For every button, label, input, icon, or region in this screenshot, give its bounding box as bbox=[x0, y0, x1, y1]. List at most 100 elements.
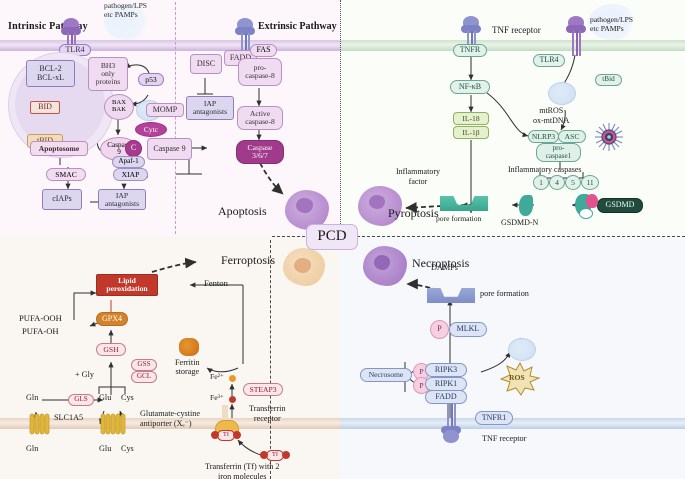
node-asc[interactable]: ASC bbox=[558, 130, 586, 143]
node-bcl2[interactable]: BCL-2 BCL-xL bbox=[26, 60, 75, 87]
node-bid[interactable]: BID bbox=[30, 101, 60, 114]
node-pro-caspase1[interactable]: pro- caspase1 bbox=[536, 143, 581, 162]
node-tbid-pyroptosis[interactable]: tBid bbox=[595, 74, 622, 86]
node-caspase-5[interactable]: 5 bbox=[565, 175, 581, 190]
label-fe2: Fe²⁺ bbox=[210, 372, 224, 381]
label-slc1a5: SLC1A5 bbox=[54, 413, 84, 422]
label-inflammatory-factor: Inflammatory factor bbox=[396, 167, 440, 186]
label-ferritin-storage: Ferritin storage bbox=[175, 358, 200, 377]
ferroptotic-cell-nucleus bbox=[294, 258, 311, 273]
node-smac[interactable]: SMAC bbox=[46, 168, 86, 181]
xc-antiporter-icon bbox=[100, 412, 126, 436]
label-pyroptosis: Pyroptosis bbox=[388, 206, 439, 220]
node-cytc[interactable]: Cytc bbox=[135, 122, 167, 137]
label-pore-formation-necroptosis: pore formation bbox=[480, 289, 529, 298]
tnf-receptor-icon-necroptosis bbox=[440, 404, 462, 443]
node-xiap[interactable]: XIAP bbox=[113, 168, 148, 181]
node-gss[interactable]: GSS bbox=[131, 359, 157, 371]
apoptotic-cell-nucleus bbox=[296, 198, 313, 213]
node-tnfr[interactable]: TNFR bbox=[453, 44, 487, 57]
node-steap3[interactable]: STEAP3 bbox=[243, 383, 283, 396]
plasma-membrane-pyroptosis bbox=[340, 40, 685, 51]
divider-horizontal bbox=[272, 236, 685, 237]
node-p53[interactable]: p53 bbox=[138, 73, 164, 86]
node-disc[interactable]: DISC bbox=[190, 54, 222, 74]
label-tnf-receptor-necroptosis: TNF receptor bbox=[482, 434, 527, 443]
ros-starburst-icon bbox=[499, 361, 541, 396]
ligand-label-apoptosis: pathogen/LPS etc PAMPs bbox=[104, 1, 148, 19]
node-momp[interactable]: MOMP bbox=[146, 103, 184, 117]
node-caspase-1[interactable]: 1 bbox=[533, 175, 549, 190]
pamp-cloud-icon-pyroptosis bbox=[588, 4, 638, 40]
node-c-subunit[interactable]: C bbox=[125, 140, 142, 157]
label-gln-intracellular: Gln bbox=[26, 393, 39, 402]
label-pufa-ooh: PUFA-OOH bbox=[19, 313, 62, 323]
label-gsdmd-n: GSDMD-N bbox=[501, 218, 539, 227]
pcd-center-badge: PCD bbox=[306, 224, 358, 250]
pathogen-starburst-icon bbox=[594, 122, 624, 152]
node-gls[interactable]: GLS bbox=[68, 394, 94, 406]
node-pro-caspase8[interactable]: pro- caspase-8 bbox=[238, 58, 282, 86]
plasma-membrane-necroptosis bbox=[340, 418, 685, 429]
node-p-mlkl[interactable]: P bbox=[430, 320, 449, 339]
node-caspase-11[interactable]: 11 bbox=[581, 175, 599, 190]
node-tlr4-pyroptosis[interactable]: TLR4 bbox=[533, 54, 565, 67]
label-fenton: Fenton bbox=[204, 278, 228, 288]
label-ferroptosis: Ferroptosis bbox=[221, 253, 275, 267]
node-il18[interactable]: IL-18 bbox=[453, 112, 489, 125]
node-caspase-4[interactable]: 4 bbox=[549, 175, 565, 190]
necroptotic-cell-nucleus bbox=[374, 255, 390, 270]
node-gsdmd[interactable]: GSDMD bbox=[597, 198, 643, 213]
node-apoptosome[interactable]: Apoptosome bbox=[30, 141, 88, 156]
label-plus-gly: + Gly bbox=[75, 370, 94, 379]
node-iap-antagonists-intrinsic[interactable]: IAP antagonists bbox=[98, 189, 146, 210]
label-pufa-oh: PUFA-OH bbox=[22, 326, 59, 336]
label-gln-extracellular: Gln bbox=[26, 444, 39, 453]
label-ros: ROS bbox=[509, 373, 525, 382]
divider-apoptosis-pyroptosis bbox=[340, 0, 341, 236]
node-mlkl[interactable]: MLKL bbox=[449, 322, 487, 337]
node-gsh[interactable]: GSH bbox=[96, 343, 126, 356]
gsdmd-cleave-icon bbox=[579, 208, 593, 219]
node-bh3-only-proteins[interactable]: BH3 only proteins bbox=[88, 57, 128, 91]
label-glu-intracellular: Glu bbox=[99, 393, 112, 402]
node-active-caspase8[interactable]: Active caspase-8 bbox=[237, 106, 283, 130]
fe2-dot-icon bbox=[229, 375, 236, 382]
plasma-membrane-ferroptosis bbox=[0, 418, 340, 429]
node-caspase9[interactable]: Caspase 9 bbox=[147, 138, 192, 160]
node-tnfr1[interactable]: TNFR1 bbox=[475, 411, 513, 425]
node-ripk3[interactable]: RIPK3 bbox=[425, 363, 467, 377]
node-nf-kb[interactable]: NF-κB bbox=[450, 80, 490, 94]
pyroptotic-cell-nucleus bbox=[369, 195, 385, 209]
tfr-stalk-icon bbox=[222, 405, 228, 421]
node-iap-antagonists-extrinsic[interactable]: IAP antagonists bbox=[186, 96, 234, 120]
node-lipid-peroxidation[interactable]: Lipid peroxidation bbox=[96, 274, 158, 296]
fas-receptor-icon bbox=[234, 18, 256, 58]
label-apoptosis: Apoptosis bbox=[218, 204, 267, 218]
ligand-label-pyroptosis: pathogen/LPS etc PAMPs bbox=[590, 15, 634, 33]
node-necrosome[interactable]: Necrosome bbox=[360, 368, 412, 382]
label-tnf-receptor-pyroptosis: TNF receptor bbox=[492, 25, 541, 35]
slc1a5-transporter-icon bbox=[29, 412, 51, 436]
node-bax-bak[interactable]: BAX BAK bbox=[104, 94, 134, 120]
node-ripk1[interactable]: RIPK1 bbox=[425, 377, 467, 391]
label-mtros-mtdna: mtROS ox-mtDNA bbox=[533, 106, 570, 125]
node-gpx4[interactable]: GPX4 bbox=[96, 312, 128, 326]
pamp-cloud-icon bbox=[104, 4, 150, 40]
divider-ferroptosis-necroptosis bbox=[270, 240, 271, 479]
node-gcl[interactable]: GCL bbox=[131, 371, 157, 383]
node-nlrp3[interactable]: NLRP3 bbox=[528, 130, 559, 143]
node-apaf1[interactable]: Apaf-1 bbox=[112, 156, 145, 168]
node-ciaps[interactable]: cIAPs bbox=[42, 189, 82, 210]
label-cys-extracellular: Cys bbox=[121, 444, 134, 453]
node-caspase-3-6-7[interactable]: Caspase 3/6/7 bbox=[236, 140, 284, 164]
plasma-membrane-apoptosis bbox=[0, 40, 340, 51]
mitochondrion-icon-pyroptosis bbox=[548, 82, 576, 105]
node-fadd-necroptosis[interactable]: FADD bbox=[425, 390, 467, 404]
ferritin-icon bbox=[179, 338, 199, 356]
mitochondrion-icon-necroptosis bbox=[508, 338, 536, 361]
node-il1b[interactable]: IL-1β bbox=[453, 126, 489, 139]
label-pore-formation-pyroptosis: pore formation bbox=[436, 214, 482, 223]
node-fas[interactable]: FAS bbox=[250, 44, 277, 57]
